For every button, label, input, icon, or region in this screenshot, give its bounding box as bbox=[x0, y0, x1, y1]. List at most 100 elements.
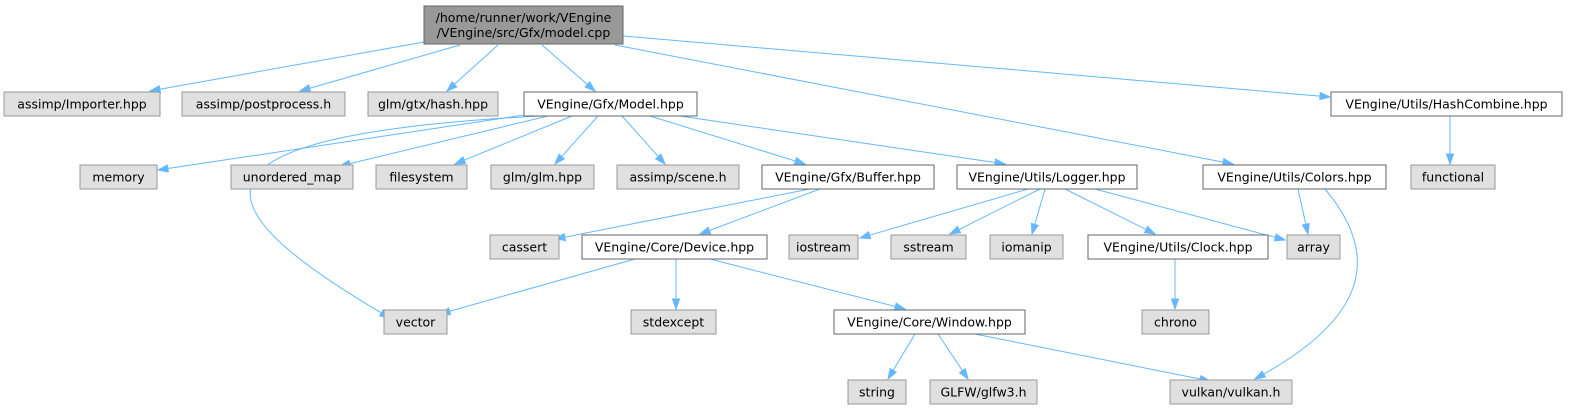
node-assimp-importer: assimp/Importer.hpp bbox=[3, 91, 161, 117]
node-label: assimp/scene.h bbox=[629, 170, 726, 185]
edge-arrowhead bbox=[948, 225, 962, 235]
node-box bbox=[367, 91, 499, 117]
node-logger[interactable]: VEngine/Utils/Logger.hpp bbox=[956, 164, 1138, 190]
edge-arrowhead bbox=[1143, 225, 1157, 235]
node-box bbox=[79, 164, 158, 190]
node-label: VEngine/Utils/HashCombine.hpp bbox=[1345, 97, 1547, 112]
node-label: glm/gtx/hash.hpp bbox=[378, 97, 488, 112]
edge-arrowhead bbox=[1301, 222, 1310, 236]
edge-line bbox=[564, 188, 811, 238]
node-label: VEngine/Gfx/Model.hpp bbox=[537, 97, 684, 112]
node-label: VEngine/Core/Device.hpp bbox=[595, 240, 754, 255]
edge-arrowhead bbox=[698, 226, 712, 235]
node-label: assimp/postprocess.h bbox=[196, 97, 331, 112]
node-model-hpp[interactable]: VEngine/Gfx/Model.hpp bbox=[523, 91, 698, 117]
node-label: filesystem bbox=[389, 170, 453, 185]
edge-window-to-vulkan bbox=[974, 333, 1212, 384]
edge-line bbox=[621, 115, 659, 157]
edge-window-to-string bbox=[887, 333, 916, 381]
edge-colors-to-array bbox=[1297, 188, 1310, 236]
node-string: string bbox=[847, 379, 907, 405]
node-box bbox=[788, 234, 859, 260]
node-box bbox=[847, 379, 907, 405]
node-label: vector bbox=[396, 315, 437, 330]
edge-root-to-assimp_postprocess bbox=[298, 44, 461, 93]
node-label: cassert bbox=[502, 240, 547, 255]
edge-buffer-to-cassert bbox=[553, 188, 811, 242]
node-label: VEngine/Utils/Colors.hpp bbox=[1217, 170, 1371, 185]
node-box bbox=[581, 234, 768, 260]
node-cassert: cassert bbox=[489, 234, 560, 260]
node-box bbox=[490, 164, 595, 190]
edge-arrowhead bbox=[1273, 233, 1287, 242]
node-box bbox=[616, 164, 740, 190]
node-label: assimp/Importer.hpp bbox=[17, 97, 146, 112]
node-chrono: chrono bbox=[1141, 309, 1210, 335]
edge-line bbox=[249, 115, 541, 314]
node-hashcombine[interactable]: VEngine/Utils/HashCombine.hpp bbox=[1330, 91, 1563, 117]
node-clock[interactable]: VEngine/Utils/Clock.hpp bbox=[1087, 234, 1269, 260]
edge-arrowhead bbox=[1253, 370, 1267, 380]
node-box bbox=[630, 309, 717, 335]
edge-model_hpp-to-glm_glm bbox=[553, 115, 599, 166]
edge-arrowhead bbox=[793, 156, 807, 165]
edge-arrowhead bbox=[671, 298, 681, 311]
node-box bbox=[1087, 234, 1269, 260]
edge-arrowhead bbox=[298, 84, 312, 93]
edge-model_hpp-to-unordered_map bbox=[338, 115, 549, 168]
node-label: VEngine/Gfx/Buffer.hpp bbox=[775, 170, 921, 185]
edge-model_hpp-to-logger bbox=[679, 115, 1007, 167]
edge-line bbox=[622, 35, 1321, 97]
edge-line bbox=[892, 333, 916, 371]
edge-arrowhead bbox=[1030, 222, 1039, 236]
edge-arrowhead bbox=[1445, 153, 1455, 166]
edge-device-to-stdexcept bbox=[671, 259, 681, 311]
node-assimp-scene: assimp/scene.h bbox=[616, 164, 740, 190]
edge-arrowhead bbox=[453, 156, 467, 165]
edge-model_hpp-to-filesystem bbox=[453, 115, 573, 165]
node-label: string bbox=[859, 385, 895, 400]
edge-arrowhead bbox=[156, 164, 170, 173]
node-box bbox=[1410, 164, 1496, 190]
node-label: iostream bbox=[796, 240, 851, 255]
node-label: unordered_map bbox=[243, 170, 342, 185]
edge-arrowhead bbox=[958, 367, 969, 381]
edge-line bbox=[309, 44, 461, 89]
edge-arrowhead bbox=[553, 153, 566, 166]
node-root: /home/runner/work/VEngine/VEngine/src/Gf… bbox=[423, 5, 624, 45]
node-glfw: GLFW/glfw3.h bbox=[929, 379, 1038, 405]
edge-arrowhead bbox=[654, 153, 667, 166]
node-box bbox=[230, 164, 354, 190]
edge-model_hpp-to-memory bbox=[156, 114, 525, 173]
node-vector: vector bbox=[383, 309, 448, 335]
node-colors[interactable]: VEngine/Utils/Colors.hpp bbox=[1202, 164, 1387, 190]
edge-line bbox=[974, 333, 1201, 380]
node-box bbox=[989, 234, 1064, 260]
node-device[interactable]: VEngine/Core/Device.hpp bbox=[581, 234, 768, 260]
node-label: memory bbox=[92, 170, 145, 185]
node-box bbox=[3, 91, 161, 117]
edge-line bbox=[649, 115, 796, 162]
node-filesystem: filesystem bbox=[375, 164, 468, 190]
node-box bbox=[1141, 309, 1210, 335]
edge-root-to-hashcombine bbox=[622, 35, 1332, 101]
edge-line bbox=[454, 44, 499, 85]
edge-arrowhead bbox=[1319, 91, 1332, 101]
node-window[interactable]: VEngine/Core/Window.hpp bbox=[833, 309, 1026, 335]
edge-line bbox=[869, 188, 1029, 236]
node-sstream: sstream bbox=[890, 234, 967, 260]
node-label: VEngine/Utils/Clock.hpp bbox=[1103, 240, 1252, 255]
edge-device-to-window bbox=[709, 258, 907, 311]
node-label: glm/glm.hpp bbox=[503, 170, 582, 185]
node-label: /home/runner/work/VEngine bbox=[436, 10, 612, 25]
edge-window-to-glfw bbox=[937, 333, 969, 381]
edge-line bbox=[614, 44, 1224, 163]
edge-line bbox=[449, 258, 636, 312]
edge-buffer-to-device bbox=[698, 188, 821, 235]
edge-line bbox=[1094, 188, 1276, 238]
node-buffer[interactable]: VEngine/Gfx/Buffer.hpp bbox=[761, 164, 935, 190]
node-label: /VEngine/src/Gfx/model.cpp bbox=[437, 25, 611, 40]
node-box bbox=[489, 234, 560, 260]
edge-model_hpp-to-assimp_scene bbox=[621, 115, 667, 166]
edge-model_hpp-to-buffer bbox=[649, 115, 807, 165]
